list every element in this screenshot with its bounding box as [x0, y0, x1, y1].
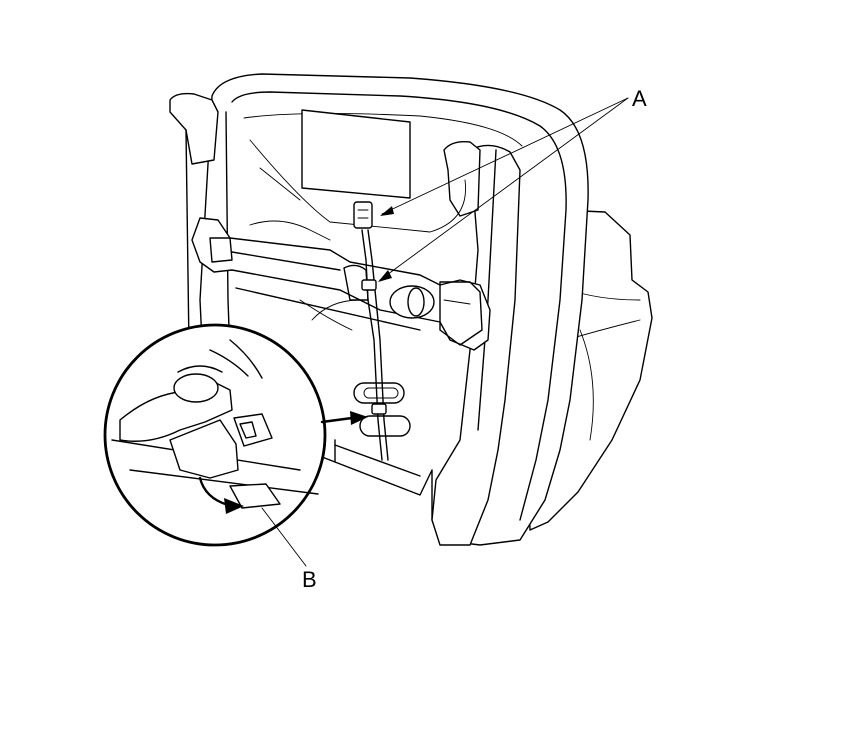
detail-view-circle — [103, 323, 327, 547]
headrest-guide-right — [443, 140, 481, 217]
lower-frame — [235, 287, 421, 477]
detail-pointer-arrow — [320, 411, 368, 425]
recliner-bolt — [389, 281, 483, 346]
callout-a: A — [632, 86, 647, 111]
wire-harness — [353, 201, 389, 461]
lower-slots — [353, 382, 411, 437]
upper-pad — [249, 109, 467, 233]
leader-lines-a — [378, 97, 629, 282]
leader-line-b — [261, 507, 307, 567]
harness-clip-lower — [371, 403, 387, 415]
callout-b: B — [302, 567, 317, 592]
harness-clip-upper — [361, 279, 377, 291]
